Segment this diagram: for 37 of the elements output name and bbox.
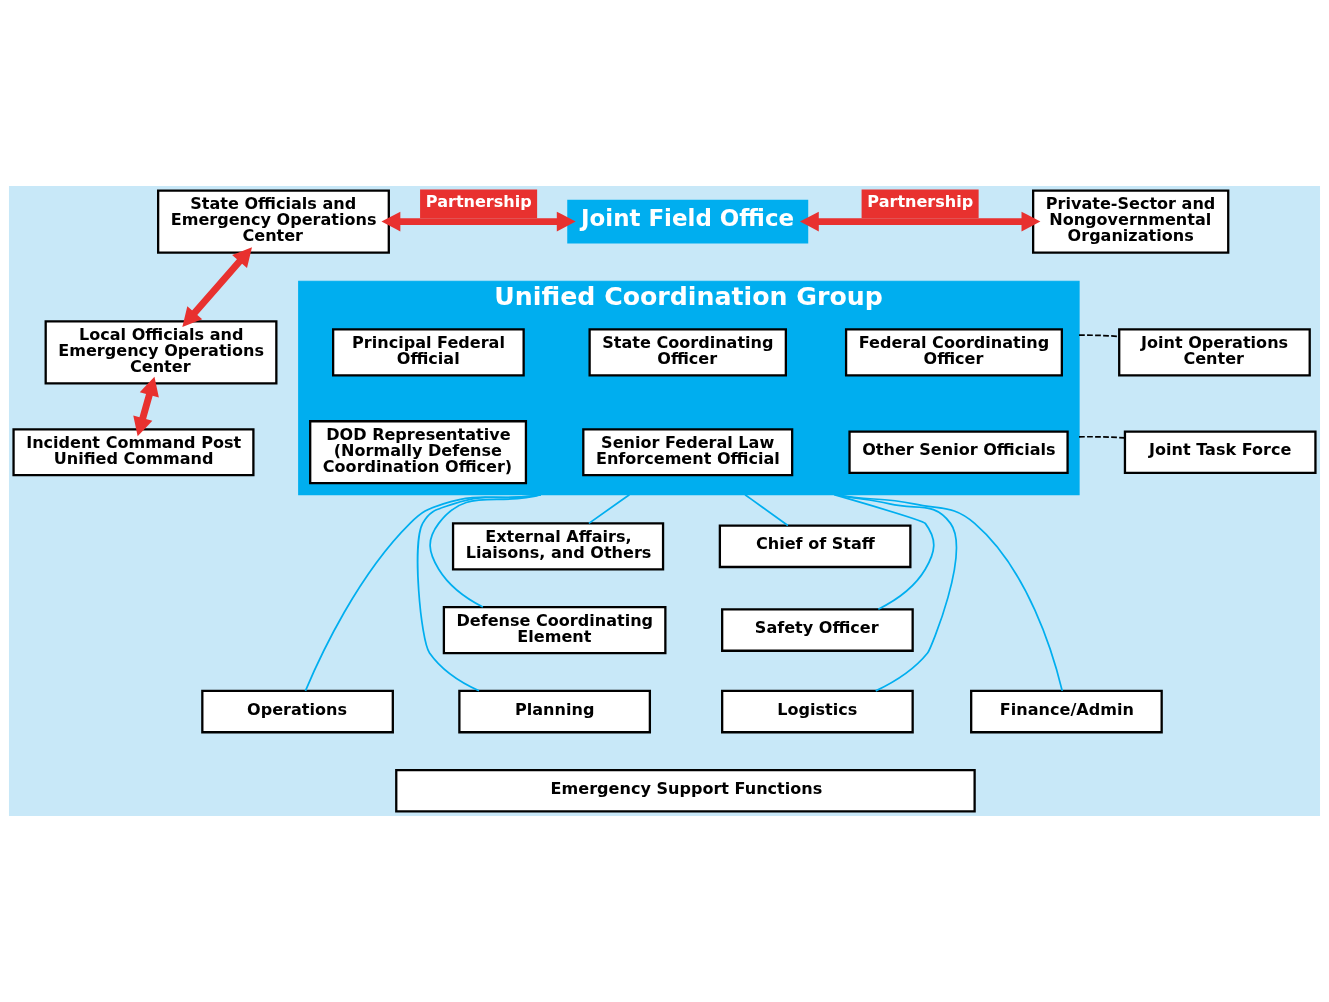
connector: [744, 493, 789, 527]
connector: [834, 493, 958, 692]
node-box: Senior Federal Law Enforcement Official: [582, 428, 794, 477]
edge-label: Partnership: [867, 192, 974, 212]
connector: [416, 493, 542, 692]
arrow: [381, 211, 576, 232]
node-box: Safety Officer: [721, 608, 914, 652]
arrow: [182, 247, 252, 327]
node-box: Joint Operations Center: [1118, 328, 1311, 377]
node-box: External Affairs, Liaisons, and Others: [451, 522, 665, 571]
arrow: [799, 211, 1041, 232]
node-box: Operations: [201, 689, 394, 734]
connector: [588, 493, 631, 525]
connector: [834, 493, 1064, 692]
connector: [1078, 334, 1120, 338]
node-box: Defense Coordinating Element: [442, 606, 667, 655]
node-box: Principal Federal Official: [332, 328, 525, 377]
node-box: Other Senior Officials: [848, 430, 1069, 475]
node-box: State Coordinating Officer: [588, 328, 787, 377]
node-box: State Officials and Emergency Operations Center: [157, 189, 390, 254]
connector: [1078, 435, 1126, 439]
node-box: DOD Representative (Normally Defense Coordination Officer): [309, 420, 528, 485]
node-box: Chief of Staff: [718, 524, 912, 569]
node-box: Private-Sector and Nongovernmental Organizations: [1032, 189, 1230, 254]
node-box: Joint Task Force: [1123, 430, 1317, 475]
node-box: Planning: [458, 689, 651, 734]
connector: [833, 493, 935, 611]
node-box: Logistics: [721, 689, 914, 734]
node-box: Incident Command Post Unified Command: [12, 428, 255, 477]
node-box: Joint Field Office: [567, 199, 809, 244]
node-box: Emergency Support Functions: [395, 768, 976, 813]
node-box: Federal Coordinating Officer: [844, 328, 1063, 377]
connector: [304, 493, 542, 692]
node-box: Finance/Admin: [970, 689, 1163, 734]
node-box: Local Officials and Emergency Operations Center: [44, 320, 278, 385]
arrow: [133, 376, 159, 437]
edge-label: Partnership: [425, 192, 532, 212]
